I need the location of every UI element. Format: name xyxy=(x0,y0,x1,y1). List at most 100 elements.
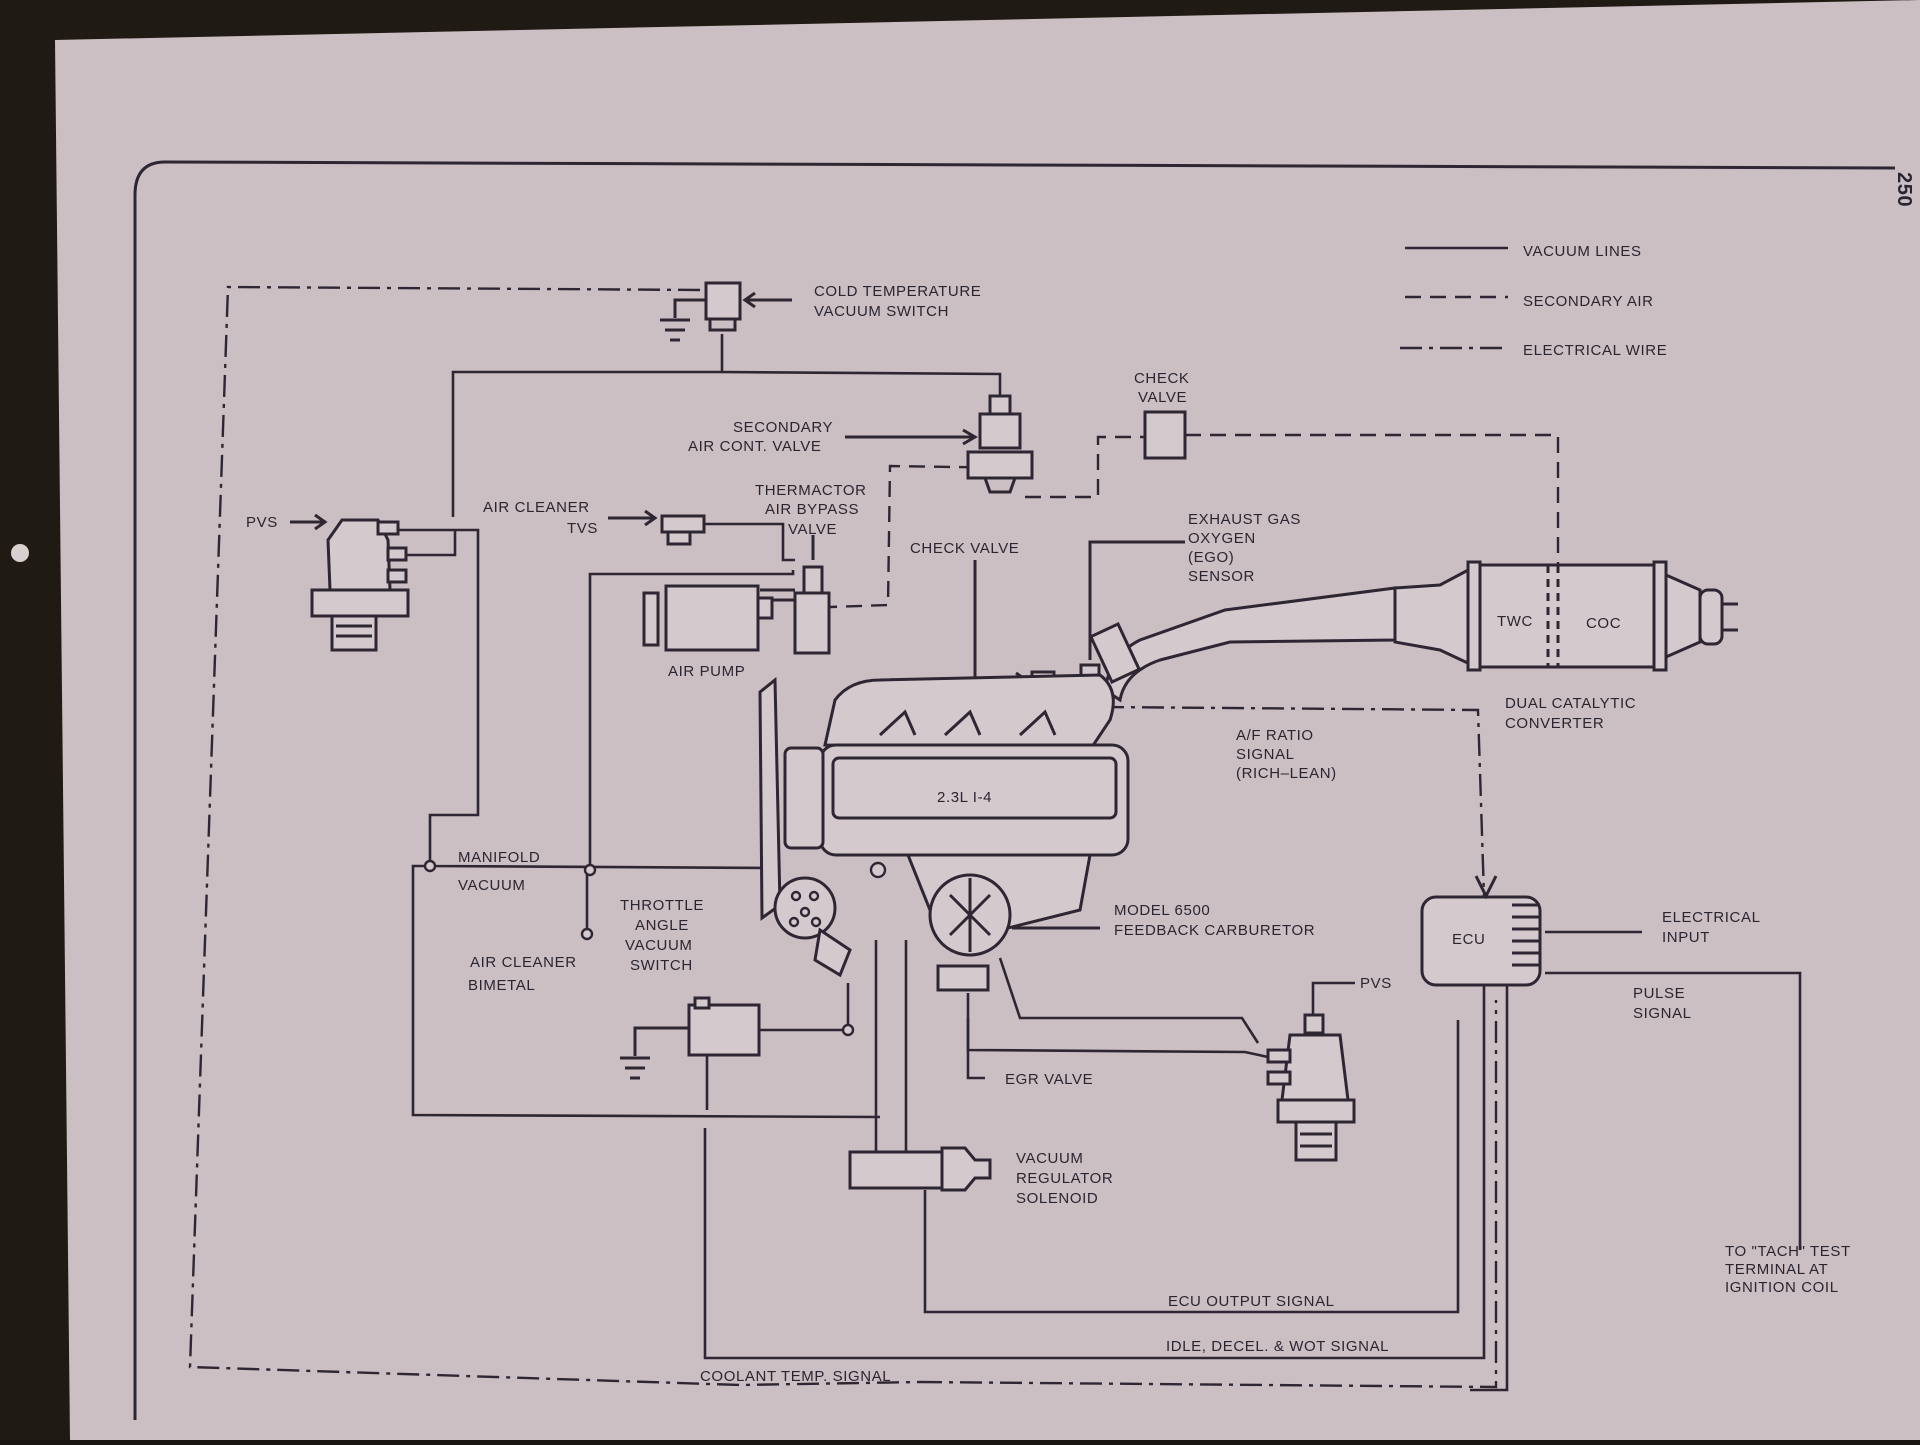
binder-hole xyxy=(11,544,29,562)
af-ratio-label-1: A/F RATIO xyxy=(1236,727,1314,744)
distributor xyxy=(773,876,852,978)
engine-manifold-runners xyxy=(878,709,1057,737)
cold-switch-ground-wire xyxy=(673,298,706,318)
ego-label-1: EXHAUST GAS xyxy=(1188,511,1301,528)
arrow-icon xyxy=(845,428,978,446)
throttle-node xyxy=(841,1023,855,1037)
pvs-left-flange xyxy=(310,588,410,618)
engine-label: 2.3L I-4 xyxy=(937,789,992,806)
manifold-node-1 xyxy=(423,859,437,873)
vac-pvs-right-top xyxy=(1311,981,1355,1015)
air-line-to-check-valve xyxy=(1025,435,1145,499)
air-pump xyxy=(642,584,774,652)
egr-valve-label: EGR VALVE xyxy=(1005,1071,1093,1088)
secondary-air-label-2: AIR CONT. VALVE xyxy=(688,438,821,455)
solenoid-connector xyxy=(940,1146,992,1192)
ego-label-4: SENSOR xyxy=(1188,568,1255,585)
vrs-label-1: VACUUM xyxy=(1016,1150,1084,1167)
af-ratio-signal-wire xyxy=(1101,705,1486,897)
vac-carb-to-pvs xyxy=(998,957,1260,1044)
distributor-terminal xyxy=(799,906,811,918)
ecu: ECU xyxy=(1420,875,1542,987)
vac-egr-leader xyxy=(966,1018,985,1080)
thermactor-label-2: AIR BYPASS xyxy=(765,501,859,518)
coolant-label: COOLANT TEMP. SIGNAL xyxy=(700,1368,891,1385)
sav-top xyxy=(988,394,1012,416)
pvs-right-thread-lines xyxy=(1300,1132,1332,1148)
distributor-terminal xyxy=(790,890,802,902)
dual-cat-label-1: DUAL CATALYTIC xyxy=(1505,695,1636,712)
arrow-icon xyxy=(608,509,658,527)
throttle-label-1: THROTTLE xyxy=(620,897,704,914)
pvs-right-label: PVS xyxy=(1360,975,1392,992)
check-valve-mid-label: CHECK VALVE xyxy=(910,540,1019,557)
converter-divider xyxy=(1546,565,1560,667)
vac-pvs-to-manifold xyxy=(390,528,773,870)
electrical-input-label-1: ELECTRICAL xyxy=(1662,909,1761,926)
check-valve-top-label-2: VALVE xyxy=(1138,389,1187,406)
vac-to-secondary-valve xyxy=(721,370,1002,396)
secondary-air-label-1: SECONDARY xyxy=(733,419,833,436)
vrs-label-2: REGULATOR xyxy=(1016,1170,1113,1187)
cold-temp-label-2: VACUUM SWITCH xyxy=(814,303,949,320)
air-cleaner-tvs-label-2: TVS xyxy=(567,520,598,537)
ground-icon xyxy=(620,1056,650,1080)
carb-throat-lines xyxy=(948,878,992,952)
pvs-right-port-1 xyxy=(1266,1048,1292,1064)
pvs-right-threads xyxy=(1294,1120,1338,1162)
pvs-right-port-2 xyxy=(1266,1070,1292,1086)
twc-label: TWC xyxy=(1497,613,1533,630)
converter-rim-right xyxy=(1652,560,1668,672)
af-ratio-label-3: (RICH–LEAN) xyxy=(1236,765,1337,782)
thermactor-air-bypass-valve xyxy=(760,535,831,655)
throttle-label-2: ANGLE xyxy=(635,917,689,934)
solenoid-body xyxy=(848,1150,944,1190)
vac-cold-switch-down xyxy=(451,334,724,517)
sav-bottom xyxy=(983,477,1017,494)
ego-label-3: (EGO) xyxy=(1188,549,1234,566)
air-cleaner-tvs xyxy=(608,509,706,546)
coolant-ecu-wire xyxy=(1470,985,1509,1392)
thermactor-top xyxy=(802,565,824,595)
feedback-carburetor xyxy=(928,873,1100,992)
pvs-left xyxy=(290,513,410,652)
vac-pvs-lower xyxy=(395,530,457,557)
pvs-left-label: PVS xyxy=(246,514,278,531)
carb-base xyxy=(936,964,990,992)
pvs-left-port-1 xyxy=(376,520,400,536)
ecu-output-wire xyxy=(923,1020,1460,1314)
air-cleaner-tvs-label-1: AIR CLEANER xyxy=(483,499,590,516)
exhaust-flange xyxy=(1088,622,1142,684)
distributor-terminal xyxy=(808,890,820,902)
pulse-signal-wire xyxy=(1545,971,1802,1250)
cold-temperature-vacuum-switch xyxy=(660,281,792,342)
manifold-label-1: MANIFOLD xyxy=(458,849,540,866)
converter-rim-left xyxy=(1466,560,1482,672)
tvs-body xyxy=(660,514,706,534)
manifold-label-2: VACUUM xyxy=(458,877,526,894)
air-pump-body xyxy=(664,584,760,652)
ecu-signal-wires xyxy=(703,930,1802,1392)
cold-switch-body xyxy=(704,281,742,321)
af-ratio-label-2: SIGNAL xyxy=(1236,746,1295,763)
cold-switch-stem xyxy=(708,319,737,332)
idle-decel-label: IDLE, DECEL. & WOT SIGNAL xyxy=(1166,1338,1389,1355)
pvs-right-body xyxy=(1280,1033,1350,1102)
bimetal-port xyxy=(580,927,594,941)
pvs-left-port-2 xyxy=(386,546,408,562)
cold-temp-label-1: COLD TEMPERATURE xyxy=(814,283,981,300)
vac-left-bottom xyxy=(411,864,881,1119)
converter-tail-1 xyxy=(1698,588,1724,646)
engine-2-3l: 2.3L I-4 xyxy=(758,673,1130,932)
air-pump-outlet xyxy=(756,596,774,620)
vac-thermactor-feed xyxy=(588,570,795,868)
air-pump-label: AIR PUMP xyxy=(668,663,745,680)
tailpipe xyxy=(1722,602,1738,632)
air-cleaner-bimetal-label-2: BIMETAL xyxy=(468,977,535,994)
pvs-left-port-3 xyxy=(386,568,408,584)
legend-secondary-air-label: SECONDARY AIR xyxy=(1523,293,1654,310)
secondary-air-control-valve xyxy=(845,394,1034,494)
secondary-air-lines xyxy=(829,433,1560,609)
air-pump-pulley xyxy=(642,591,660,647)
